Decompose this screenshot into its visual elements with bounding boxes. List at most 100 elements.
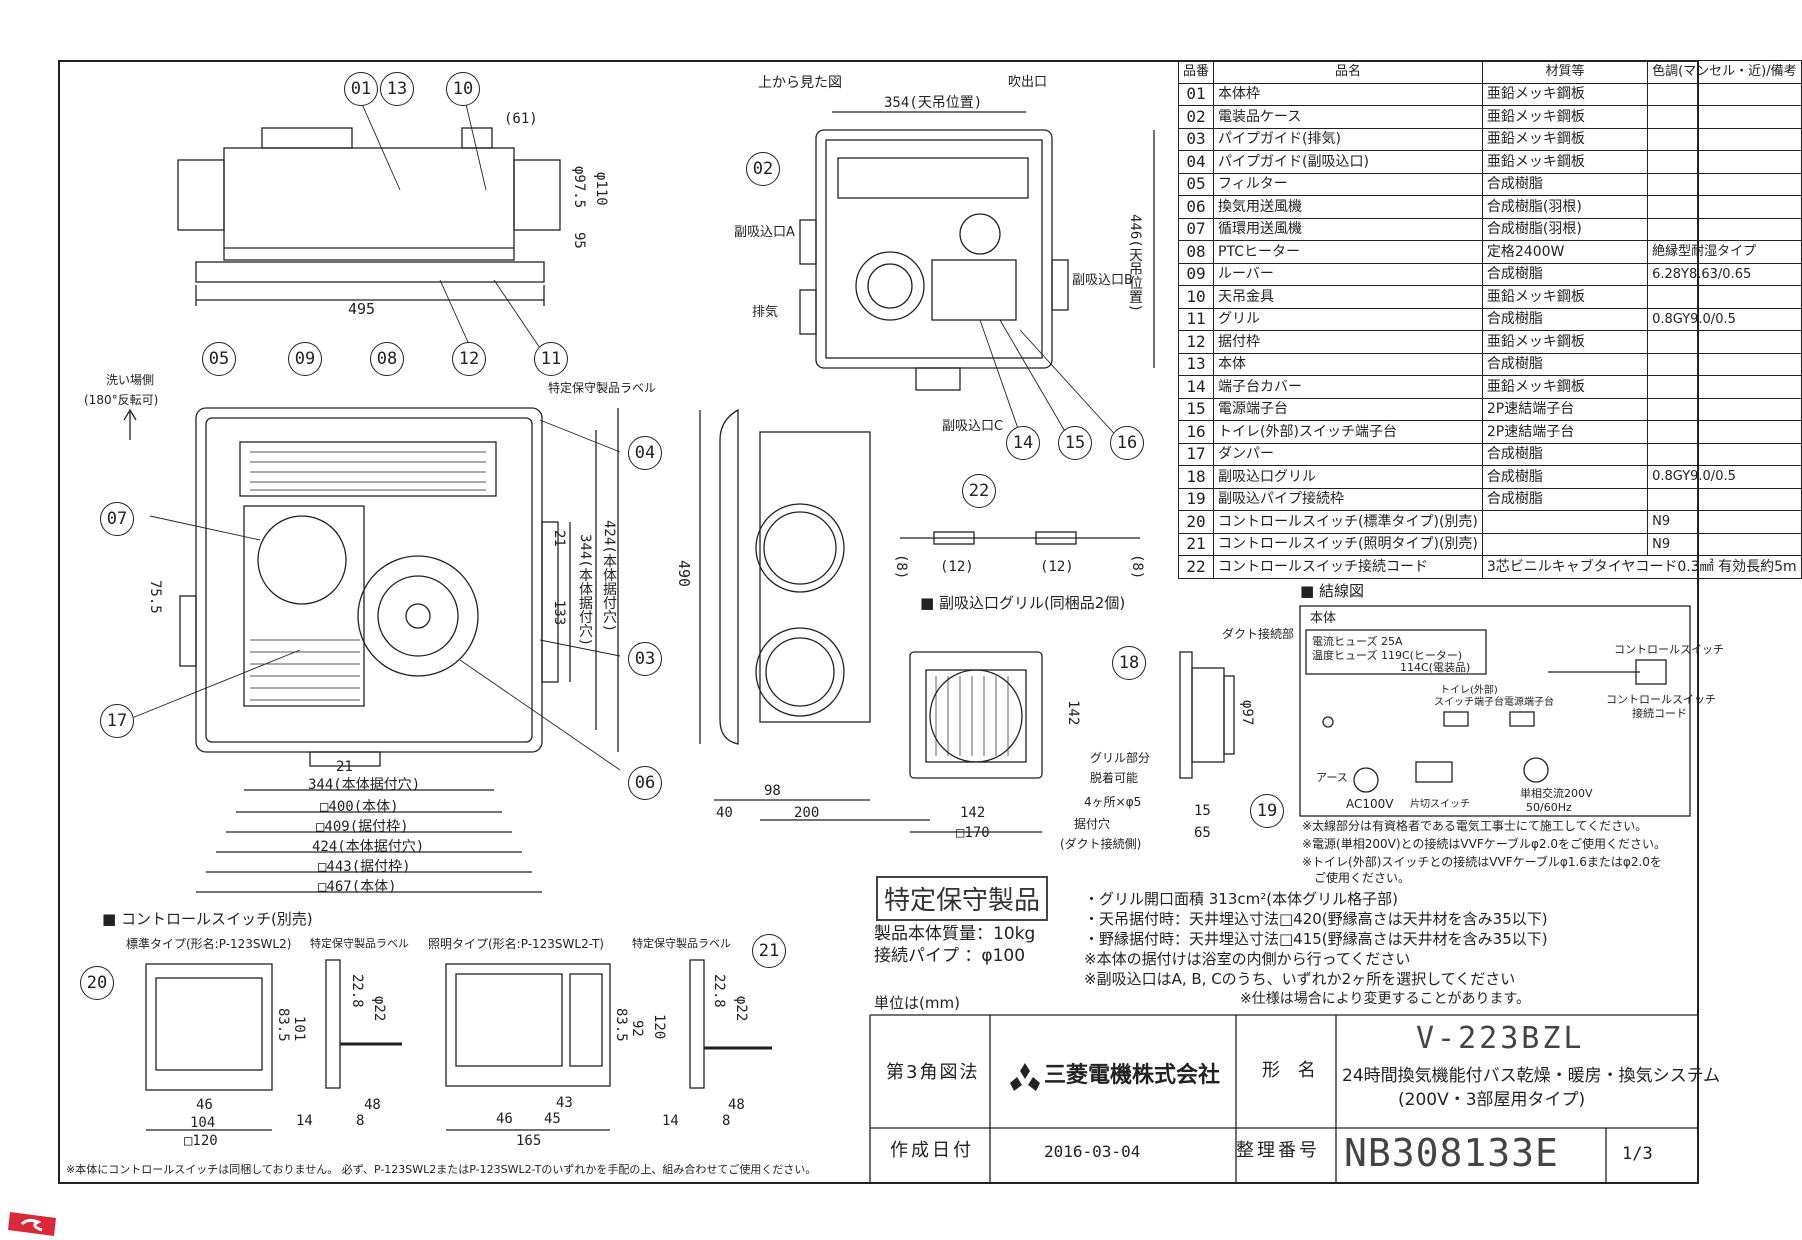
cs-footer-note: ※本体にコントロールスイッチは同梱しておりません。 必ず、P-123SWL2また… [66,1163,817,1176]
part-color-note [1647,487,1802,511]
cs-dim-8b: 8 [722,1113,731,1129]
side-view-duct-right [513,159,561,231]
part-color-note [1647,397,1802,421]
note-spec: ※仕様は場合により変更することがあります。 [1240,991,1531,1007]
install-hole-label-1: 据付穴 [1074,817,1111,831]
top-view-body [815,129,1053,369]
dim-40: 40 [716,805,733,821]
part-color-note: N9 [1647,532,1802,556]
cs-dim-46b: 46 [496,1111,513,1127]
balloon: 18 [1112,646,1146,680]
cs-title-text: コントロールスイッチ(別売) [120,910,313,928]
balloon: 13 [380,72,414,106]
control-switch-label: コントロールスイッチ [1614,643,1724,656]
date-value: 2016-03-04 [1044,1142,1141,1161]
part-material: 合成樹脂 [1481,352,1649,376]
part-material: 合成樹脂 [1481,487,1649,511]
part-number: 20 [1177,510,1215,534]
single-phase-label-1: 単相交流200V [1520,787,1593,800]
balloon: 03 [628,642,662,676]
part-number: 05 [1177,172,1215,196]
part-color-note [1647,375,1802,399]
part-material: 合成樹脂(羽根) [1481,217,1649,241]
part-material: 合成樹脂 [1481,442,1649,466]
parts-table-header: 品番 品名 材質等 色調(マンセル・近)/備考 [1177,60,1802,84]
part-material: 亜鉛メッキ鋼板 [1481,82,1649,106]
cs-std-type: 標準タイプ(形名:P-123SWL2) [126,937,292,951]
earth-label: アース [1316,771,1348,784]
col-header: 品名 [1213,60,1483,84]
part-name: 電装品ケース [1213,105,1483,129]
technical-drawing [123,103,1699,1184]
light-switch-outline [445,963,611,1087]
side-view-frame [195,261,545,283]
part-material: 亜鉛メッキ鋼板 [1481,330,1649,354]
part-name: 天吊金具 [1213,285,1483,309]
louver [239,441,497,497]
part-number: 15 [1177,397,1215,421]
balloon: 09 [288,342,322,376]
dim-443: □443(据付枠) [318,859,411,875]
fuse2a: 温度ヒューズ 119C(ヒーター) [1312,649,1463,662]
balloon: 21 [752,934,786,968]
ref-label: 整理番号 [1236,1140,1320,1161]
side-view-duct-left [177,159,225,231]
toilet-terminal-label-1: トイレ(外部) [1440,685,1498,696]
part-color-note: 0.8GY9.0/0.5 [1647,307,1802,331]
balloon: 20 [80,966,114,1000]
part-name: コントロールスイッチ接続コード [1213,555,1483,579]
part-name: 電源端子台 [1213,397,1483,421]
part-number: 03 [1177,127,1215,151]
plan-view-body [195,407,543,753]
single-phase-label-2: 50/60Hz [1526,801,1572,814]
joist-install-spec: ・野縁据付時：天井埋込寸法□415(野縁高さは天井材を含み35以下) [1084,930,1548,948]
cs-dim-101: 101 [291,1016,307,1042]
part-name: パイプガイド(副吸込口) [1213,150,1483,174]
part-material: 合成樹脂 [1481,262,1649,286]
balloon: 14 [1006,426,1040,460]
std-switch-outline [145,963,273,1091]
cs-dim-48a: 48 [364,1097,381,1113]
sub-grille-title: ■ 副吸込口グリル(同梱品2個) [920,594,1126,612]
cs-dim-22b: φ22 [733,996,749,1022]
balloon: 10 [446,72,480,106]
dim-424: 424(本体据付穴) [312,839,425,855]
balloon: 19 [1250,794,1284,828]
cs-dim-45: 45 [544,1111,561,1127]
balloon: 06 [628,766,662,800]
dim-12a: (12) [940,559,974,575]
balloon: 02 [746,152,780,186]
dim-15: 15 [1194,803,1211,819]
dim-409: □409(据付枠) [316,819,409,835]
wiring-note-2: ※電源(単相200V)との接続はVVFケーブルφ2.0をご使用ください。 [1302,837,1667,851]
cs-dim-120v: 120 [651,1014,667,1040]
part-color-note [1647,330,1802,354]
part-number: 08 [1177,240,1215,264]
part-material: 定格2400W [1481,240,1649,264]
dim-446: 446(天吊位置) [1127,214,1143,313]
wiring-title-text: 結線図 [1318,582,1364,600]
part-number: 02 [1177,105,1215,129]
balloon: 12 [452,342,486,376]
mitsubishi-logo-icon [1010,1063,1040,1091]
balloon: 15 [1058,426,1092,460]
balloon: 17 [100,704,134,738]
ceiling-hang-spec: ・天吊据付時：天井埋込寸法□420(野縁高さは天井材を含み35以下) [1084,910,1548,928]
dim-424v: 424(本体据付穴) [601,520,617,633]
part-color-note [1647,352,1802,376]
wash-side-label: 洗い場側 [106,373,155,387]
part-name: トイレ(外部)スイッチ端子台 [1213,420,1483,444]
part-name: コントロールスイッチ(標準タイプ)(別売) [1213,510,1483,534]
part-material: 2P速結端子台 [1481,397,1649,421]
dim-97: φ97 [1239,700,1255,726]
